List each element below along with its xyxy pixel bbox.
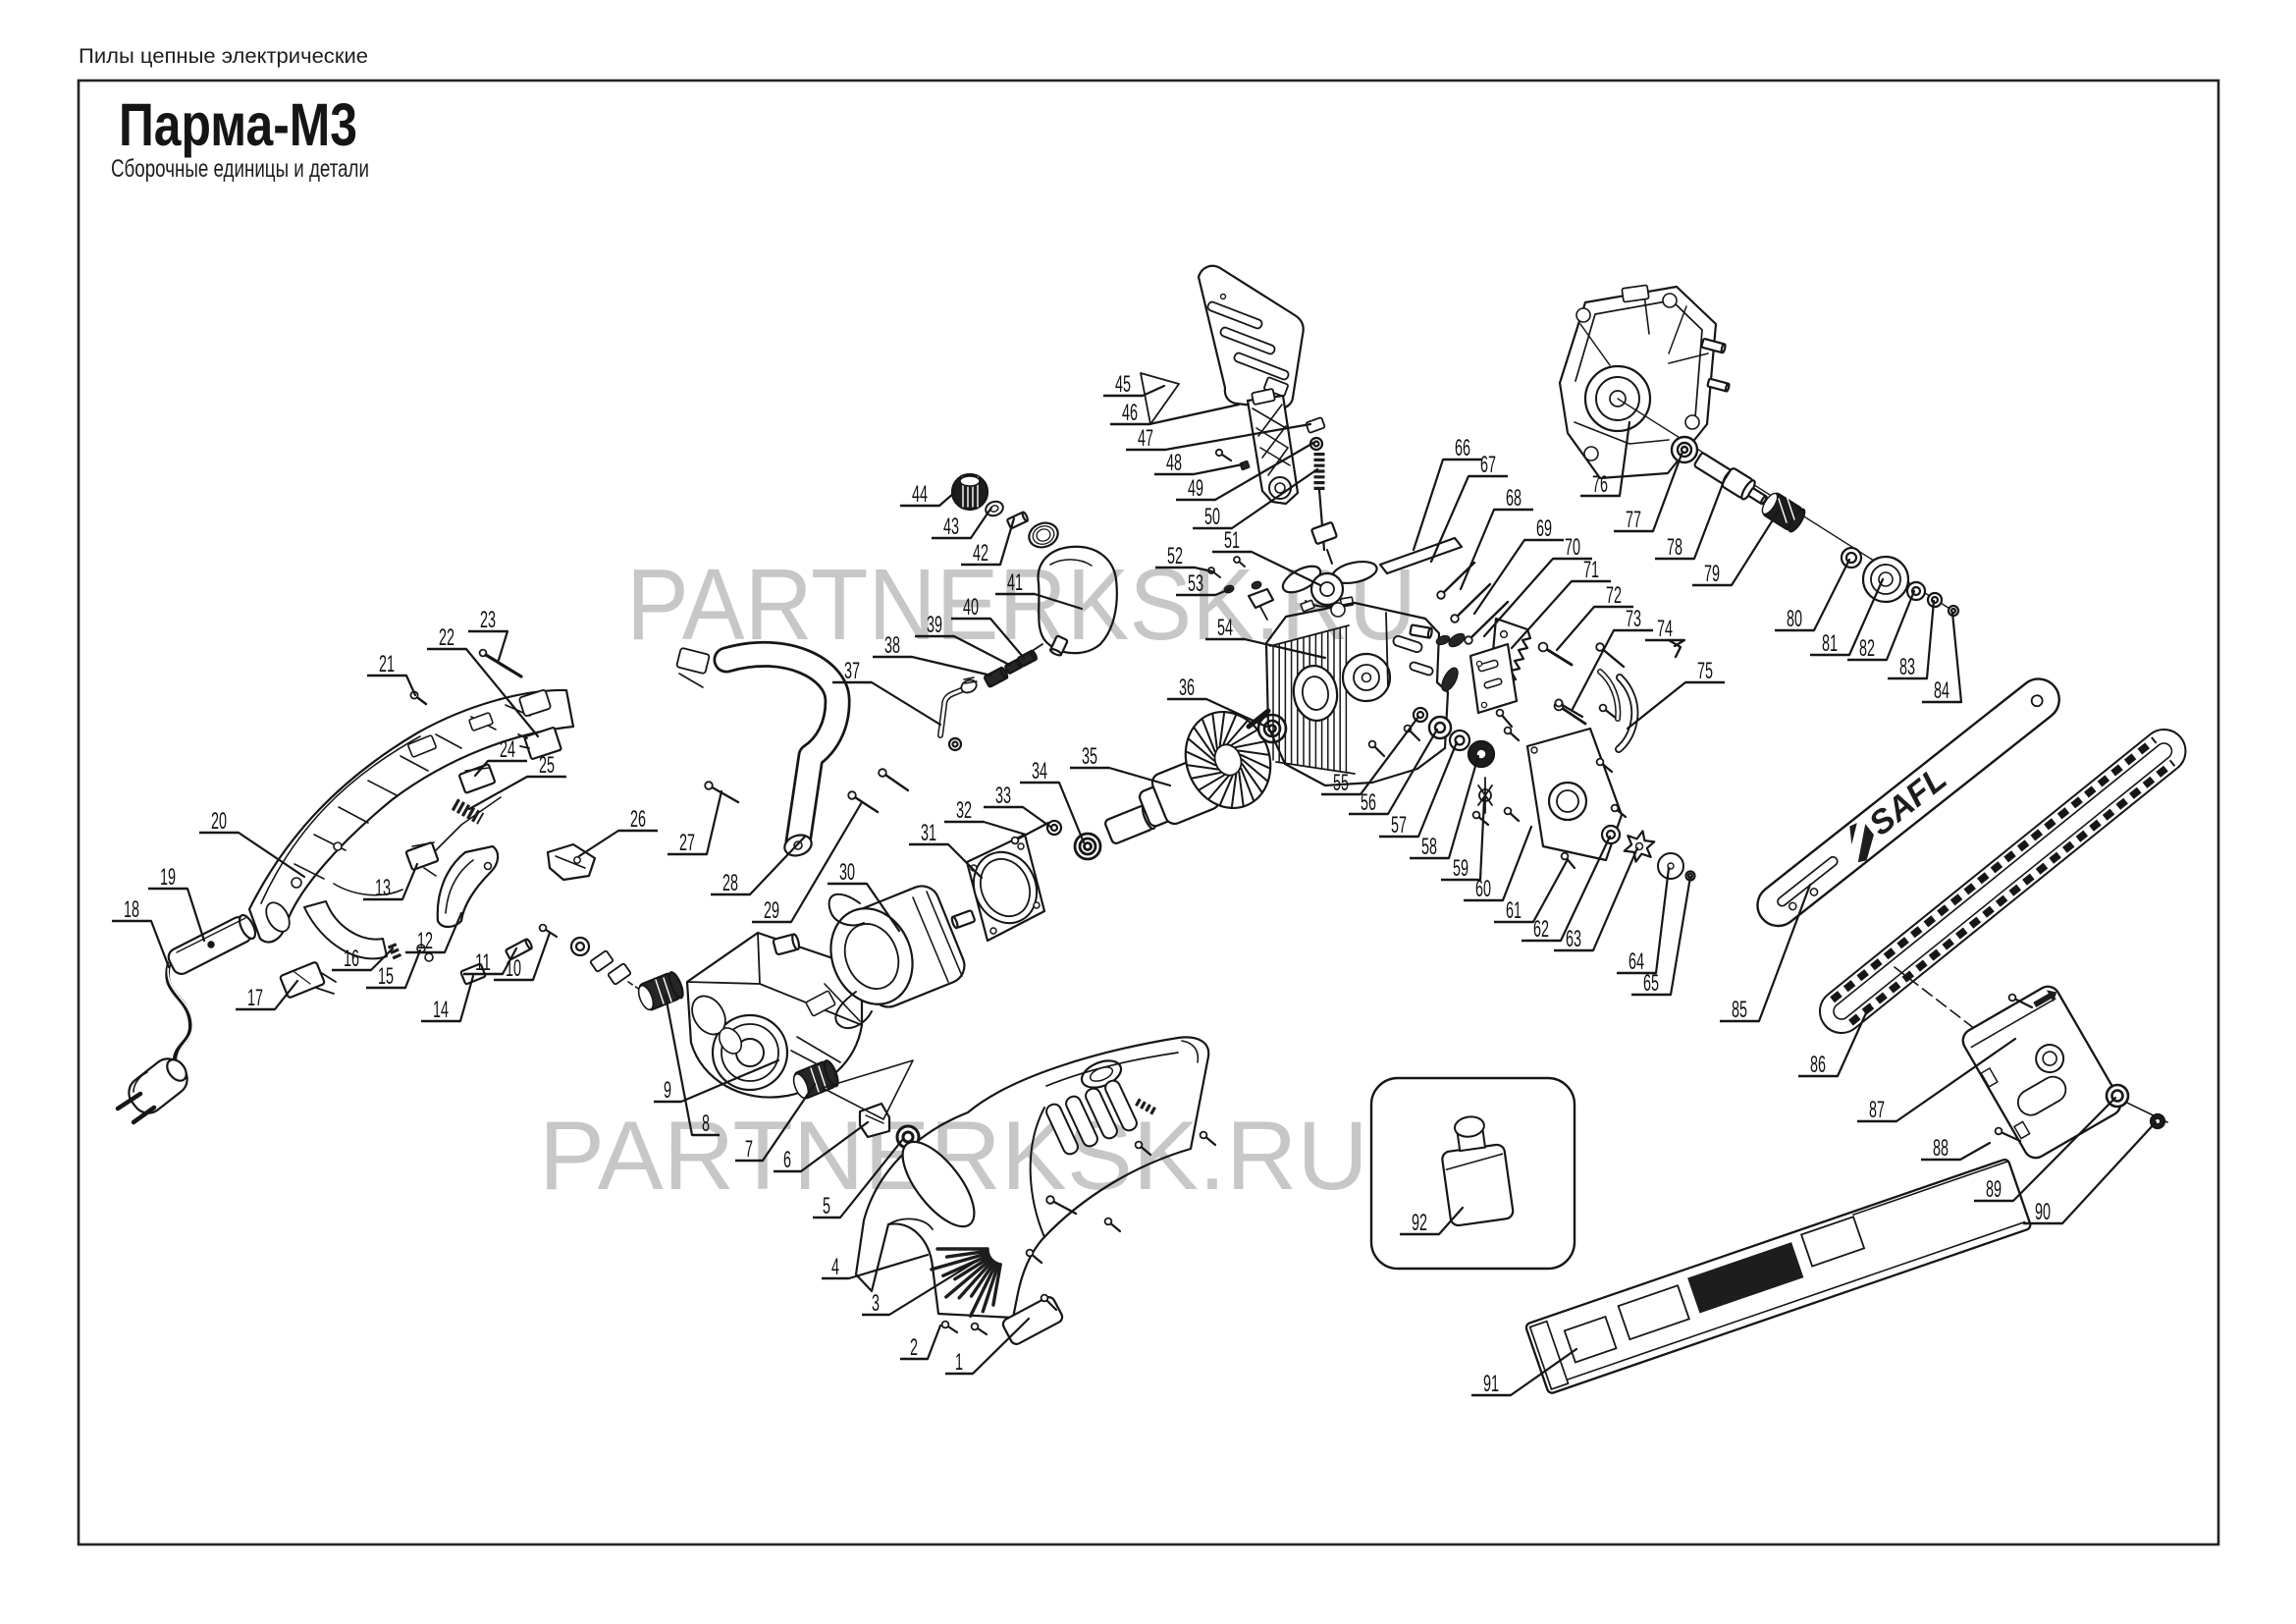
svg-text:22: 22: [439, 624, 454, 651]
svg-text:51: 51: [1224, 527, 1240, 554]
svg-text:27: 27: [679, 830, 695, 856]
svg-text:23: 23: [480, 607, 496, 633]
svg-text:71: 71: [1583, 557, 1599, 583]
svg-text:20: 20: [211, 808, 227, 835]
svg-text:76: 76: [1592, 471, 1608, 498]
svg-text:50: 50: [1204, 504, 1220, 530]
svg-text:16: 16: [344, 946, 359, 972]
svg-text:39: 39: [927, 612, 942, 638]
svg-text:58: 58: [1421, 834, 1437, 860]
svg-text:85: 85: [1732, 997, 1747, 1023]
svg-text:4: 4: [831, 1254, 839, 1280]
svg-text:38: 38: [884, 632, 900, 659]
svg-text:46: 46: [1122, 400, 1138, 426]
svg-text:43: 43: [943, 514, 959, 540]
svg-text:67: 67: [1480, 452, 1496, 478]
svg-text:12: 12: [417, 928, 433, 954]
svg-text:86: 86: [1810, 1052, 1826, 1078]
svg-text:30: 30: [839, 859, 855, 886]
svg-text:29: 29: [764, 897, 779, 924]
svg-text:36: 36: [1179, 675, 1195, 701]
svg-text:10: 10: [506, 955, 521, 982]
svg-text:7: 7: [745, 1136, 753, 1163]
svg-text:15: 15: [378, 963, 394, 990]
svg-text:60: 60: [1475, 876, 1491, 902]
svg-text:24: 24: [500, 736, 515, 763]
svg-text:57: 57: [1391, 812, 1407, 839]
svg-text:87: 87: [1869, 1097, 1885, 1123]
svg-text:Парма-М3: Парма-М3: [119, 91, 357, 158]
svg-text:48: 48: [1166, 450, 1182, 476]
svg-text:82: 82: [1859, 635, 1875, 662]
svg-text:28: 28: [722, 870, 738, 896]
svg-text:14: 14: [433, 997, 449, 1023]
svg-text:64: 64: [1629, 948, 1644, 975]
svg-text:Пилы цепные электрические: Пилы цепные электрические: [79, 45, 368, 68]
svg-text:9: 9: [664, 1077, 671, 1104]
svg-text:Сборочные единицы и детали: Сборочные единицы и детали: [111, 155, 369, 183]
svg-text:13: 13: [375, 875, 391, 901]
svg-text:35: 35: [1082, 743, 1097, 770]
svg-text:77: 77: [1626, 507, 1641, 533]
svg-text:37: 37: [844, 658, 860, 684]
svg-text:59: 59: [1453, 855, 1468, 882]
svg-text:78: 78: [1667, 534, 1682, 561]
svg-text:40: 40: [963, 594, 979, 621]
svg-text:31: 31: [921, 820, 936, 846]
svg-text:3: 3: [872, 1290, 880, 1317]
svg-text:49: 49: [1188, 475, 1203, 502]
svg-text:56: 56: [1361, 789, 1376, 816]
svg-text:72: 72: [1606, 582, 1622, 609]
svg-text:54: 54: [1217, 615, 1233, 641]
svg-text:42: 42: [973, 540, 988, 567]
svg-text:1: 1: [955, 1349, 963, 1376]
svg-text:2: 2: [910, 1334, 918, 1361]
svg-text:44: 44: [912, 481, 928, 508]
svg-text:55: 55: [1333, 770, 1349, 796]
svg-text:45: 45: [1115, 371, 1131, 398]
svg-text:80: 80: [1787, 606, 1802, 632]
svg-text:47: 47: [1138, 425, 1153, 452]
svg-text:18: 18: [124, 896, 139, 923]
svg-text:69: 69: [1536, 515, 1552, 542]
svg-text:68: 68: [1506, 485, 1522, 512]
svg-text:92: 92: [1412, 1210, 1427, 1236]
svg-text:70: 70: [1565, 534, 1580, 561]
svg-text:65: 65: [1643, 970, 1659, 997]
svg-text:91: 91: [1483, 1371, 1499, 1397]
svg-text:75: 75: [1697, 658, 1713, 684]
svg-text:26: 26: [630, 806, 646, 833]
svg-text:74: 74: [1657, 616, 1673, 642]
svg-text:89: 89: [1986, 1176, 2002, 1203]
svg-text:21: 21: [379, 651, 395, 677]
svg-text:19: 19: [160, 864, 176, 891]
svg-text:17: 17: [247, 985, 263, 1011]
svg-text:34: 34: [1032, 758, 1047, 785]
svg-text:32: 32: [956, 797, 972, 824]
svg-text:52: 52: [1167, 543, 1183, 569]
svg-text:62: 62: [1533, 916, 1549, 943]
svg-text:5: 5: [823, 1193, 830, 1219]
svg-text:66: 66: [1455, 435, 1470, 461]
svg-text:53: 53: [1188, 570, 1203, 597]
svg-text:73: 73: [1626, 606, 1641, 632]
svg-text:63: 63: [1566, 926, 1581, 952]
svg-text:61: 61: [1506, 897, 1522, 924]
svg-text:25: 25: [539, 752, 555, 779]
svg-text:88: 88: [1933, 1135, 1949, 1162]
svg-text:84: 84: [1934, 677, 1949, 704]
svg-text:41: 41: [1007, 569, 1023, 596]
svg-text:11: 11: [475, 949, 491, 976]
svg-text:83: 83: [1899, 654, 1915, 680]
svg-text:81: 81: [1822, 630, 1838, 657]
svg-text:33: 33: [995, 783, 1011, 809]
svg-text:8: 8: [702, 1110, 710, 1137]
svg-text:6: 6: [783, 1147, 791, 1173]
svg-text:79: 79: [1704, 561, 1720, 587]
svg-text:90: 90: [2035, 1199, 2051, 1225]
